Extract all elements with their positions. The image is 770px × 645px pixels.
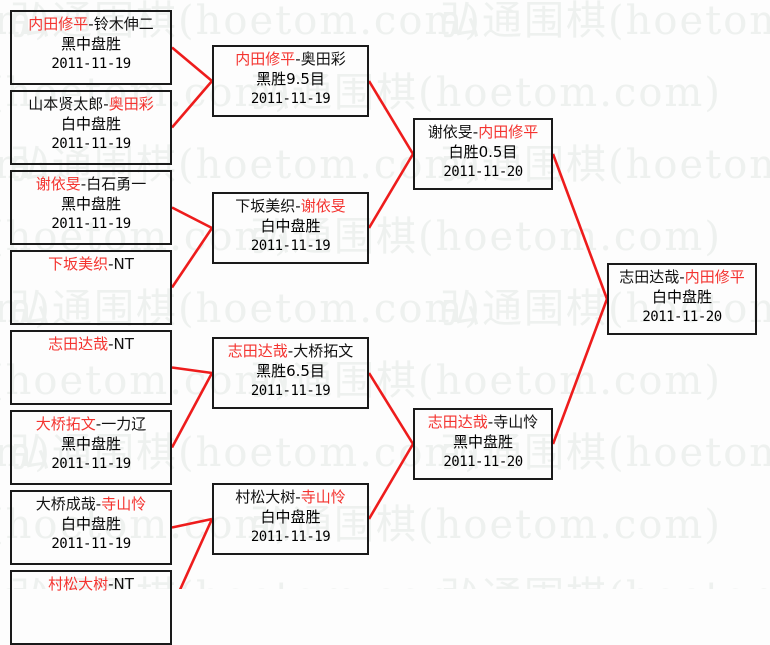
match-result: 黑中盘胜 [60,34,121,53]
connector-line [551,298,609,445]
match-box[interactable]: 山本贤太郎-奥田彩白中盘胜 2011-11-19 [10,90,172,165]
connector-line [367,443,415,520]
match-box[interactable]: 志田达哉-内田修平白中盘胜 2011-11-20 [607,263,757,335]
match-box[interactable]: 志田达哉-寺山怜黑中盘胜 2011-11-20 [413,408,553,480]
match-players: 村松大树-NT [48,575,134,593]
match-date: 2011-11-19 [250,237,331,254]
match-date: 2011-11-19 [250,382,331,399]
match-box[interactable]: 大桥成哉-寺山怜白中盘胜 2011-11-19 [10,490,172,565]
match-result: 黑中盘胜 [60,434,121,453]
match-box[interactable]: 谢依旻-白石勇一黑中盘胜 2011-11-19 [10,170,172,245]
connector-line [171,206,213,230]
match-box[interactable]: 谢依旻-内田修平白胜0.5目 2011-11-20 [413,118,553,190]
match-date: 2011-11-20 [443,163,523,180]
connector-line [551,153,609,300]
match-players: 山本贤太郎-奥田彩 [28,95,154,113]
match-box[interactable]: 下坂美织-谢依旻白中盘胜 2011-11-19 [212,192,369,264]
match-box[interactable]: 大桥拓文-一力辽黑中盘胜 2011-11-19 [10,410,172,485]
match-players: 志田达哉-内田修平 [619,268,745,286]
match-players: 大桥拓文-一力辽 [35,415,147,433]
watermark-text: 弘通围棋(hoetom.com) [440,564,770,589]
match-date: 2011-11-19 [51,455,131,472]
match-box[interactable]: 村松大树-NT [10,570,172,645]
match-players: 谢依旻-内田修平 [427,123,539,141]
match-date: 2011-11-19 [250,528,331,545]
match-players: 大桥成哉-寺山怜 [35,495,147,513]
match-result: 白中盘胜 [60,514,121,533]
match-players: 志田达哉-寺山怜 [427,413,539,431]
match-box[interactable]: 内田修平-奥田彩黑胜9.5目 2011-11-19 [212,45,369,117]
match-result: 白中盘胜 [60,114,121,133]
connector-line [178,518,214,589]
match-result: 黑中盘胜 [60,194,121,213]
match-result: 白胜0.5目 [448,142,518,161]
connector-line [171,80,213,129]
match-box[interactable]: 志田达哉-大桥拓文黑胜6.5目 2011-11-19 [212,337,369,409]
connector-line [170,372,214,449]
match-result: 白中盘胜 [260,216,321,235]
match-players: 下坂美织-谢依旻 [235,197,346,215]
match-players: 下坂美织-NT [48,255,134,273]
match-players: 村松大树-寺山怜 [235,488,346,506]
match-result: 黑胜9.5目 [256,69,325,88]
match-date: 2011-11-19 [51,535,131,552]
match-players: 志田达哉-NT [48,335,134,353]
connector-line [367,372,415,445]
match-date: 2011-11-19 [250,90,331,107]
match-result: 白中盘胜 [651,287,712,306]
match-result: 黑胜6.5目 [256,361,325,380]
watermark-text: 弘通围棋(hoetom.com) [440,0,770,44]
match-players: 内田修平-奥田彩 [235,50,346,68]
match-players: 内田修平-铃木伸二 [28,15,154,33]
match-date: 2011-11-19 [51,135,131,152]
match-result: 白中盘胜 [260,507,321,526]
match-date: 2011-11-19 [51,215,131,232]
match-box[interactable]: 村松大树-寺山怜白中盘胜 2011-11-19 [212,483,369,555]
match-players: 志田达哉-大桥拓文 [227,342,354,360]
match-date: 2011-11-20 [443,453,523,470]
match-box[interactable]: 下坂美织-NT [10,250,172,325]
match-box[interactable]: 志田达哉-NT [10,330,172,405]
connector-line [367,153,415,229]
connector-line [171,46,213,82]
match-players: 谢依旻-白石勇一 [35,175,147,193]
connector-line [367,80,415,155]
match-result: 黑中盘胜 [452,432,513,451]
match-date: 2011-11-20 [642,308,722,325]
match-box[interactable]: 内田修平-铃木伸二黑中盘胜 2011-11-19 [10,10,172,85]
match-date: 2011-11-19 [51,55,131,72]
connector-line [171,517,213,529]
connector-line [170,227,214,289]
connector-line [171,366,213,375]
